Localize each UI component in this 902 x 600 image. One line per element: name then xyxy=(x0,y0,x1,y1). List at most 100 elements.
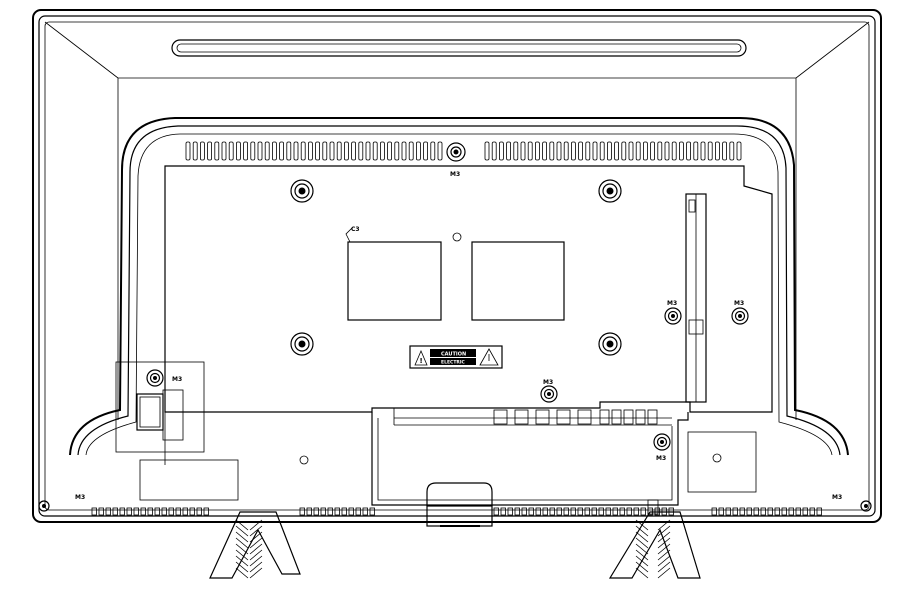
bottom-vent-slot xyxy=(781,507,787,516)
vent-slot xyxy=(571,141,576,161)
vent-slot xyxy=(686,141,691,161)
corner-hole-right xyxy=(860,500,872,512)
bottom-vent-slot xyxy=(732,507,738,516)
bottom-vent-slot xyxy=(619,507,625,516)
bottom-vent-slot xyxy=(119,507,125,516)
vent-slot xyxy=(527,141,533,161)
vent-slot xyxy=(401,141,407,161)
vent-slot xyxy=(585,141,591,161)
vent-slot xyxy=(279,141,285,161)
vent-slot xyxy=(300,141,306,161)
vent-slot xyxy=(221,141,227,161)
bottom-vent-slot xyxy=(341,507,347,516)
bottom-vent-slot xyxy=(320,507,326,516)
vent-slot xyxy=(372,141,378,161)
vent-slot xyxy=(430,141,436,161)
vent-slot xyxy=(722,141,727,161)
bottom-vent-slot xyxy=(809,507,815,516)
vent-slot xyxy=(408,141,414,161)
vent-slot xyxy=(513,141,519,161)
vent-slot xyxy=(250,141,256,161)
bottom-vent-slot xyxy=(203,507,209,516)
bottom-vent-slot xyxy=(640,507,646,516)
port xyxy=(556,409,571,425)
vent-slot xyxy=(322,141,328,161)
vent-slot xyxy=(563,141,569,161)
vent-slot xyxy=(293,141,299,161)
vent-slot xyxy=(707,141,713,161)
port xyxy=(514,409,529,425)
bottom-vent-slot xyxy=(493,507,499,516)
screw-left-power xyxy=(146,369,164,387)
port xyxy=(611,409,622,425)
vent-slot xyxy=(506,141,512,161)
power-inlet-area xyxy=(115,361,205,453)
screw-right-inner xyxy=(664,307,682,325)
vesa-boss-bottom-left xyxy=(290,332,314,356)
vent-slot xyxy=(199,141,205,161)
vent-slot xyxy=(556,141,562,161)
caution-label-line2: ELECTRIC xyxy=(441,360,466,366)
vent-slot xyxy=(379,141,385,161)
bottom-vent-slot xyxy=(816,507,822,516)
bottom-vent-slot xyxy=(542,507,548,516)
vent-slot xyxy=(679,141,684,161)
vent-slot xyxy=(736,141,742,161)
hole-lower-right xyxy=(712,453,722,463)
vent-slot xyxy=(607,141,612,161)
vent-slot xyxy=(329,141,335,161)
vent-slot xyxy=(693,141,699,161)
center-hole xyxy=(452,232,462,242)
vesa-boss-top-left xyxy=(290,179,314,203)
bottom-vent-slot xyxy=(767,507,773,516)
vent-slot xyxy=(192,141,198,161)
caution-label-line1: CAUTION xyxy=(441,352,466,358)
port xyxy=(577,409,592,425)
bottom-vent-slot xyxy=(528,507,534,516)
vent-slot xyxy=(235,141,241,161)
vent-slot xyxy=(542,141,547,161)
bottom-vent-slot xyxy=(612,507,618,516)
hole-lower-left xyxy=(299,455,309,465)
port xyxy=(623,409,634,425)
vent-slot xyxy=(657,141,663,161)
bottom-vent-slot xyxy=(196,507,202,516)
connector-bay xyxy=(371,408,689,506)
center-stand-hook xyxy=(426,482,493,527)
screw-label-top: M3 xyxy=(450,171,460,178)
bottom-vent-slot xyxy=(168,507,174,516)
port xyxy=(635,409,646,425)
vent-slot xyxy=(635,141,641,161)
label-area-left xyxy=(347,241,442,321)
outer-housing xyxy=(32,9,882,523)
vent-slot xyxy=(185,141,191,161)
bottom-vent-slot xyxy=(369,507,375,516)
bottom-vent-slot xyxy=(500,507,506,516)
screw-label-left-power: M3 xyxy=(172,376,182,383)
callout-label: C3 xyxy=(351,226,360,233)
bottom-vent-slot xyxy=(362,507,368,516)
top-vent-slot-inner xyxy=(176,43,742,53)
port xyxy=(647,409,658,425)
port xyxy=(599,409,610,425)
vent-slot xyxy=(394,141,400,161)
vent-slot xyxy=(214,141,220,161)
screw-label-center: M3 xyxy=(543,379,553,386)
bottom-vent-slot xyxy=(753,507,759,516)
vent-grille-right xyxy=(484,141,742,161)
vent-slot xyxy=(387,141,393,161)
bottom-panel-right xyxy=(687,431,757,493)
callout-leader xyxy=(345,227,353,243)
vent-slot xyxy=(628,141,634,161)
bottom-vent-slot xyxy=(507,507,513,516)
vent-slot xyxy=(650,141,655,161)
bottom-vent-slot xyxy=(112,507,118,516)
bottom-vent-slot xyxy=(711,507,717,516)
vent-slot xyxy=(664,141,670,161)
caution-label: ! CAUTION ELECTRIC xyxy=(409,345,503,369)
bottom-vent-slot xyxy=(189,507,195,516)
screw-label-right-outer: M3 xyxy=(734,300,744,307)
vent-slot xyxy=(207,141,213,161)
port xyxy=(493,409,508,425)
vent-slot xyxy=(343,141,349,161)
